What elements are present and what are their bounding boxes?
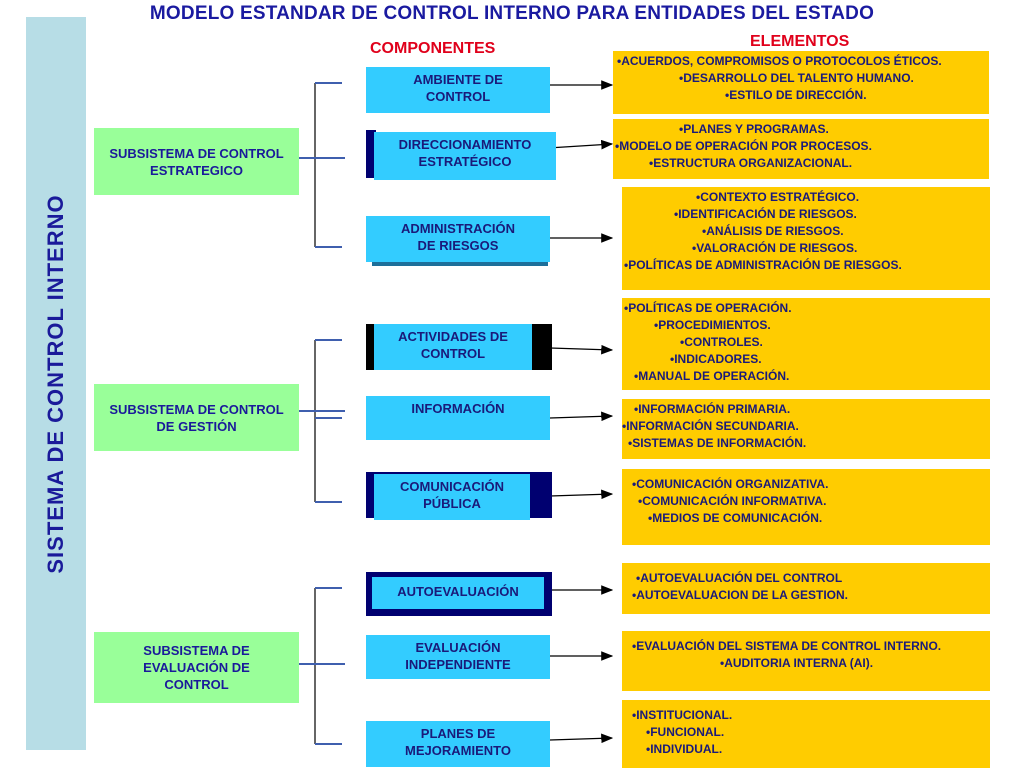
element-item: •INSTITUCIONAL.	[632, 708, 733, 722]
elements-direccionamiento: •PLANES Y PROGRAMAS. •MODELO DE OPERACIÓ…	[613, 119, 989, 179]
element-item: •COMUNICACIÓN INFORMATIVA.	[638, 494, 827, 508]
diagram-title: MODELO ESTANDAR DE CONTROL INTERNO PARA …	[149, 3, 875, 24]
elements-ambiente-control: •ACUERDOS, COMPROMISOS O PROTOCOLOS ÉTIC…	[613, 51, 989, 114]
subsystem-label-line: EVALUACIÓN DE	[143, 660, 250, 675]
component-comunicacion-publica: COMUNICACIÓN PÚBLICA	[366, 472, 552, 522]
component-label-line: AUTOEVALUACIÓN	[397, 584, 519, 599]
element-item: •EVALUACIÓN DEL SISTEMA DE CONTROL INTER…	[632, 639, 942, 653]
component-label-line: DIRECCIONAMIENTO	[398, 137, 532, 152]
subsystem-label-line: SUBSISTEMA DE CONTROL	[109, 401, 284, 417]
elements-actividades-control: •POLÍTICAS DE OPERACIÓN. •PROCEDIMIENTOS…	[622, 298, 990, 390]
element-item: •PLANES Y PROGRAMAS.	[679, 122, 829, 136]
element-item: •AUDITORIA INTERNA (AI).	[720, 656, 874, 670]
component-label-line: COMUNICACIÓN	[400, 479, 504, 494]
component-label-line: CONTROL	[425, 89, 491, 104]
elements-informacion: •INFORMACIÓN PRIMARIA. •INFORMACIÓN SECU…	[622, 399, 990, 459]
element-item: •AUTOEVALUACION DE LA GESTION.	[632, 588, 848, 602]
element-item: •COMUNICACIÓN ORGANIZATIVA.	[632, 477, 829, 491]
element-item: •INDIVIDUAL.	[646, 742, 723, 756]
element-item: •PROCEDIMIENTOS.	[654, 318, 771, 332]
subsystem-label-line: SUBSISTEMA DE CONTROL	[109, 145, 284, 161]
element-item: •MEDIOS DE COMUNICACIÓN.	[648, 511, 823, 525]
component-label-line: ESTRATÉGICO	[418, 154, 512, 169]
component-label-line: ADMINISTRACIÓN	[400, 221, 516, 236]
component-actividades-control: ACTIVIDADES DE CONTROL	[366, 324, 552, 372]
element-item: •IDENTIFICACIÓN DE RIESGOS.	[674, 207, 857, 221]
component-label-line: PLANES DE	[420, 726, 496, 741]
elements-autoevaluacion: •AUTOEVALUACIÓN DEL CONTROL •AUTOEVALUAC…	[622, 563, 990, 614]
components-header: COMPONENTES	[370, 40, 496, 57]
component-label-line: PÚBLICA	[423, 496, 481, 511]
elements-comunicacion-publica: •COMUNICACIÓN ORGANIZATIVA. •COMUNICACIÓ…	[622, 469, 990, 545]
element-item: •VALORACIÓN DE RIESGOS.	[692, 241, 858, 255]
component-evaluacion-independiente: EVALUACIÓN INDEPENDIENTE	[366, 635, 552, 681]
elements-evaluacion-independiente: •EVALUACIÓN DEL SISTEMA DE CONTROL INTER…	[622, 631, 990, 691]
component-label-line: DE RIESGOS	[417, 238, 499, 253]
elements-administracion-riesgos: •CONTEXTO ESTRATÉGICO. •IDENTIFICACIÓN D…	[622, 187, 990, 290]
subsystem-evaluation: SUBSISTEMA DE EVALUACIÓN DE CONTROL	[94, 632, 299, 703]
system-label-bar: SISTEMA DE CONTROL INTERNO	[26, 17, 86, 750]
component-planes-mejoramiento: PLANES DE MEJORAMIENTO	[366, 721, 552, 767]
element-item: •INFORMACIÓN PRIMARIA.	[634, 402, 791, 416]
component-ambiente-control: AMBIENTE DE CONTROL	[366, 67, 550, 115]
element-item: •CONTEXTO ESTRATÉGICO.	[696, 190, 860, 204]
component-label-line: INDEPENDIENTE	[405, 657, 511, 672]
subsystem-label-line: SUBSISTEMA DE	[143, 643, 250, 658]
subsystem-label-line: DE GESTIÓN	[156, 418, 237, 434]
component-label-line: AMBIENTE DE	[413, 72, 503, 87]
element-item: •ESTRUCTURA ORGANIZACIONAL.	[649, 156, 853, 170]
element-item: •MANUAL DE OPERACIÓN.	[634, 369, 790, 383]
element-item: •FUNCIONAL.	[646, 725, 725, 739]
component-direccionamiento: DIRECCIONAMIENTO ESTRATÉGICO	[366, 130, 556, 182]
element-item: •ESTILO DE DIRECCIÓN.	[725, 88, 867, 102]
element-item: •POLÍTICAS DE ADMINISTRACIÓN DE RIESGOS.	[624, 258, 902, 272]
element-item: •AUTOEVALUACIÓN DEL CONTROL	[636, 571, 843, 585]
element-item: •INFORMACIÓN SECUNDARIA.	[622, 419, 799, 433]
subsystem-label-line: CONTROL	[164, 677, 229, 692]
element-item: •CONTROLES.	[680, 335, 763, 349]
component-label-line: EVALUACIÓN	[415, 640, 501, 655]
element-item: •MODELO DE OPERACIÓN POR PROCESOS.	[615, 139, 872, 153]
element-item: •ANÁLISIS DE RIESGOS.	[702, 224, 844, 238]
element-item: •SISTEMAS DE INFORMACIÓN.	[628, 436, 807, 450]
component-administracion-riesgos: ADMINISTRACIÓN DE RIESGOS	[366, 216, 552, 268]
subsystem-label-line: ESTRATEGICO	[150, 162, 243, 178]
elements-planes-mejoramiento: •INSTITUCIONAL. •FUNCIONAL. •INDIVIDUAL.	[622, 700, 990, 768]
component-label-line: INFORMACIÓN	[411, 401, 505, 416]
element-item: •INDICADORES.	[670, 352, 762, 366]
component-informacion: INFORMACIÓN	[366, 396, 552, 442]
elements-header: ELEMENTOS	[750, 33, 850, 50]
element-item: •DESARROLLO DEL TALENTO HUMANO.	[679, 71, 914, 85]
component-autoevaluacion: AUTOEVALUACIÓN	[366, 572, 552, 618]
component-label-line: CONTROL	[420, 346, 486, 361]
element-item: •ACUERDOS, COMPROMISOS O PROTOCOLOS ÉTIC…	[617, 54, 942, 68]
component-label-line: MEJORAMIENTO	[405, 743, 511, 758]
element-item: •POLÍTICAS DE OPERACIÓN.	[624, 301, 792, 315]
component-label-line: ACTIVIDADES DE	[398, 329, 508, 344]
